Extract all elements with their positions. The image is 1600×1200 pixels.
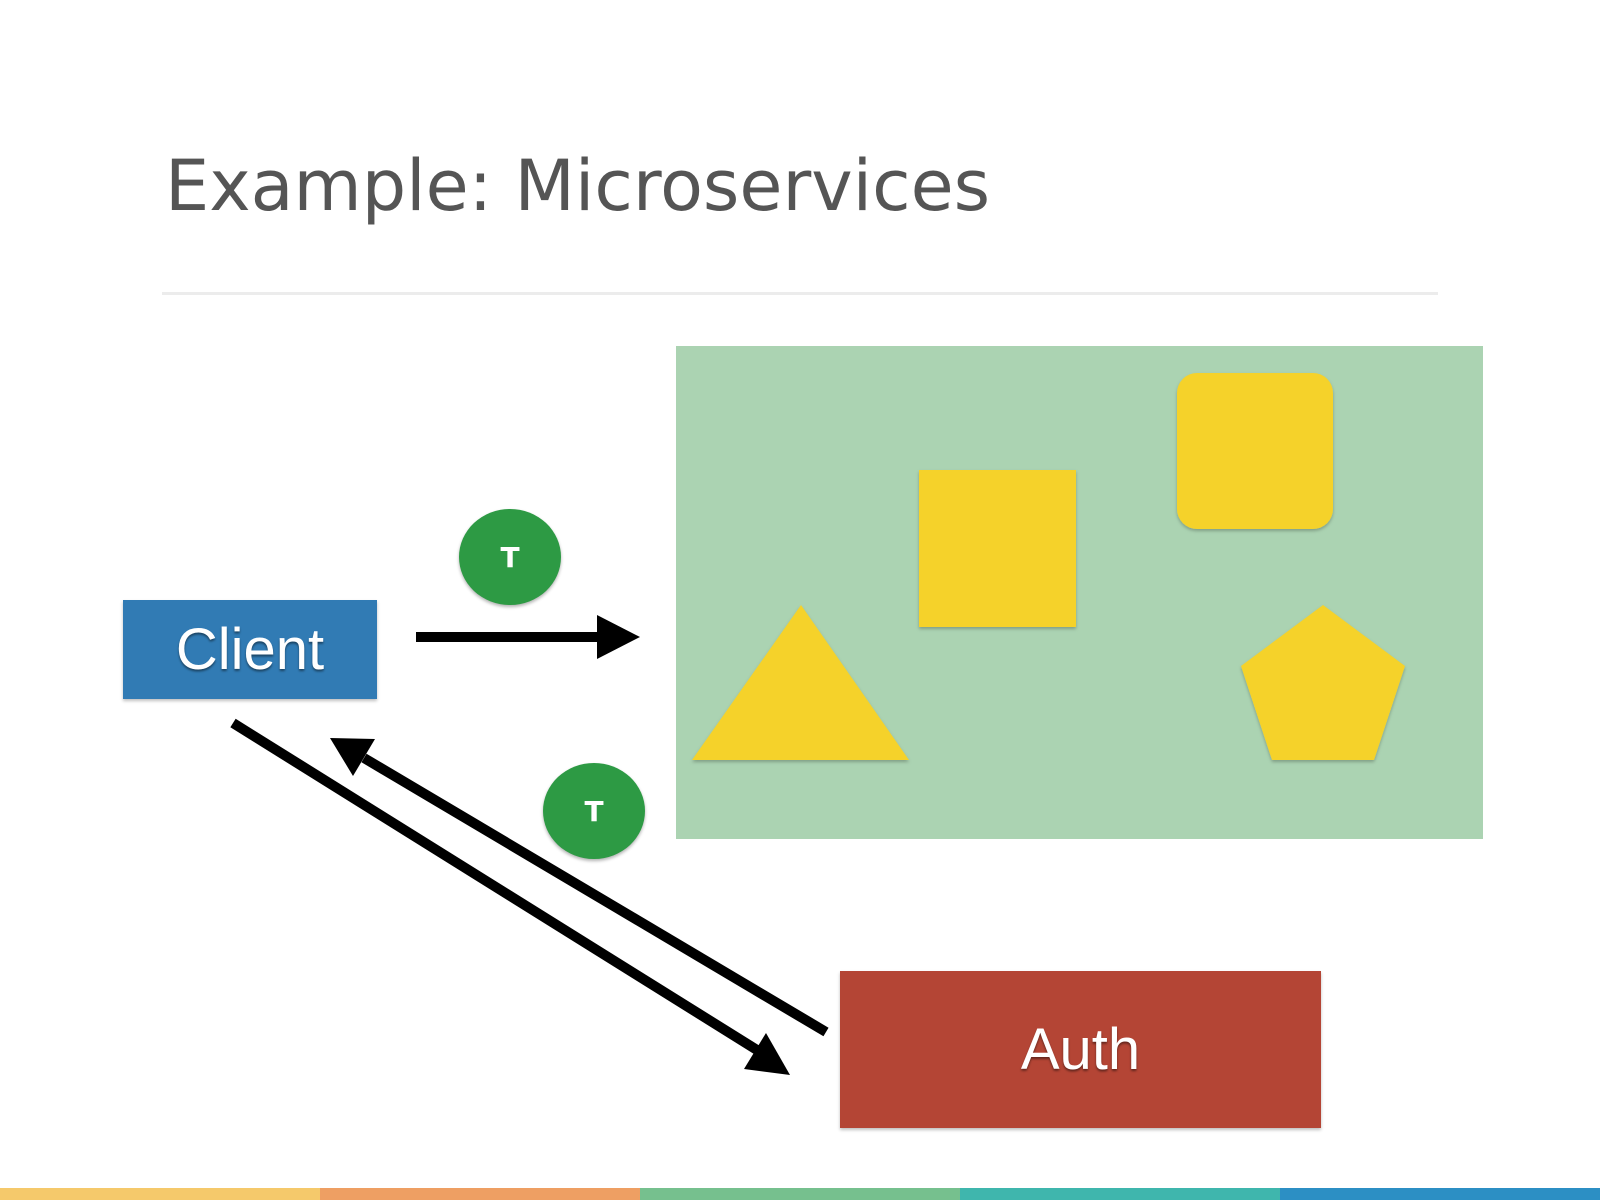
footer-color-bar (0, 1188, 1600, 1200)
auth-box: Auth (840, 971, 1321, 1128)
square-icon (919, 470, 1076, 627)
auth-label: Auth (1020, 1017, 1141, 1082)
footer-segment (960, 1188, 1280, 1200)
footer-segment (1280, 1188, 1600, 1200)
footer-segment (0, 1188, 320, 1200)
footer-segment (640, 1188, 960, 1200)
auth-request-arrow (230, 718, 790, 1075)
token-label: T (500, 540, 520, 574)
client-box: Client (123, 600, 377, 699)
token-circle: T (543, 763, 645, 859)
token-circle: T (459, 509, 561, 605)
pentagon-icon (1241, 605, 1405, 760)
request-arrow (416, 615, 640, 659)
title-divider (162, 292, 1438, 295)
token-label: T (584, 794, 604, 828)
triangle-icon (692, 605, 909, 760)
slide-title: Example: Microservices (165, 145, 991, 227)
rounded-square-icon (1177, 373, 1333, 529)
client-label: Client (175, 617, 325, 682)
token-response-arrow (330, 738, 829, 1037)
footer-segment (320, 1188, 640, 1200)
